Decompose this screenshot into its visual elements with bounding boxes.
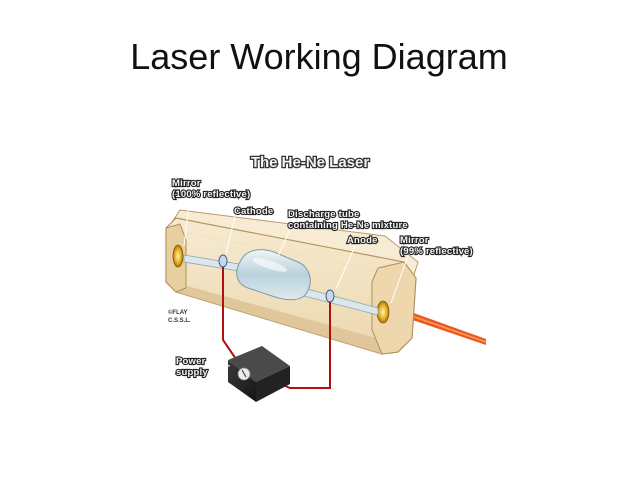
cathode bbox=[218, 254, 228, 268]
cathode-wire bbox=[222, 267, 239, 363]
diagram-title: The He-Ne Laser bbox=[251, 154, 370, 171]
label-discharge-mixture: containing He-Ne mixture bbox=[288, 220, 408, 231]
credit-artist: ©FLAY bbox=[168, 309, 188, 316]
anode bbox=[325, 289, 335, 303]
label-cathode: Cathode bbox=[234, 206, 273, 217]
left-mirror bbox=[172, 244, 184, 268]
label-right-mirror: Mirror bbox=[400, 235, 429, 246]
label-left-mirror: Mirror bbox=[172, 178, 201, 189]
label-power: Power bbox=[176, 356, 206, 367]
label-supply: supply bbox=[176, 367, 208, 378]
label-anode: Anode bbox=[347, 235, 378, 246]
label-right-mirror-reflectivity: (99% reflective) bbox=[400, 246, 473, 257]
power-supply bbox=[228, 346, 290, 402]
right-mirror bbox=[376, 300, 390, 324]
label-left-mirror-reflectivity: (100% reflective) bbox=[172, 189, 250, 200]
laser-housing bbox=[165, 209, 419, 355]
label-discharge-tube: Discharge tube bbox=[288, 209, 359, 220]
credit-org: C.S.S.L. bbox=[168, 318, 191, 324]
leader-lines bbox=[183, 195, 409, 367]
discharge-tube bbox=[183, 249, 379, 316]
slide-title: Laser Working Diagram bbox=[130, 36, 508, 77]
